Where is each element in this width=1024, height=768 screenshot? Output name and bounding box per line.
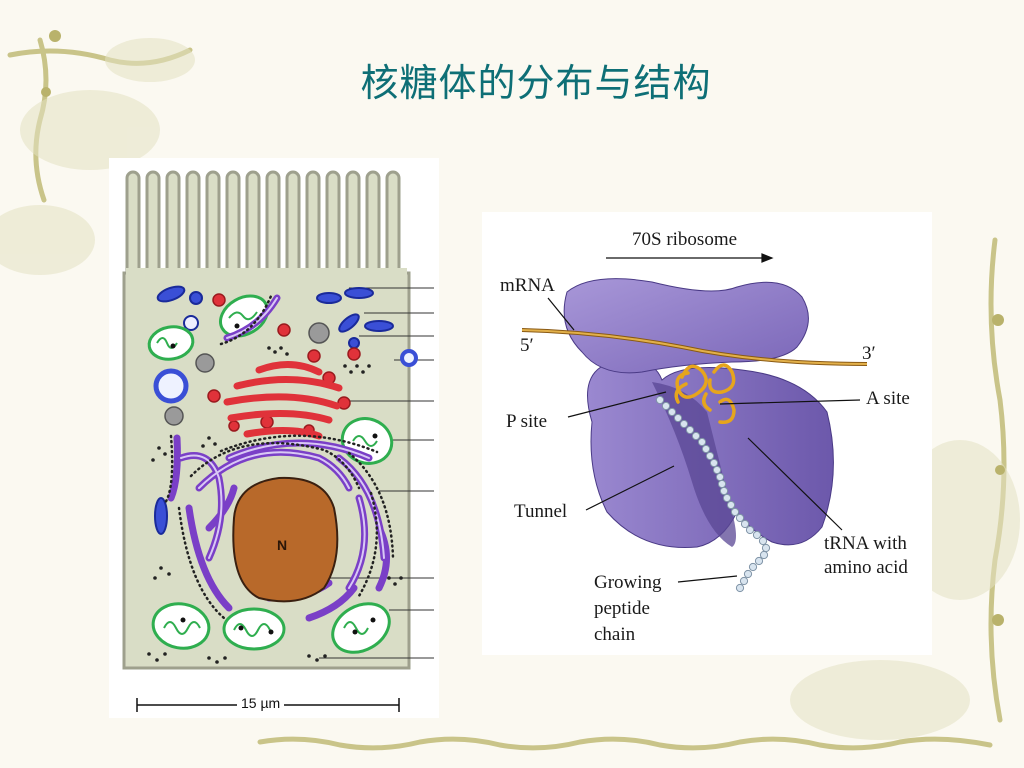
mrna-label: mRNA (500, 275, 555, 296)
epithelial-cell-diagram: N (122, 170, 434, 712)
tunnel-label: Tunnel (514, 501, 568, 522)
ribosome-diagram-panel: 70S ribosome mRNA 5′ 3′ P site A site Tu… (482, 212, 932, 655)
secretory-granules (164, 322, 330, 426)
peptide-label: Growing peptide chain (594, 573, 662, 645)
ribosome-label-leader-lines (547, 297, 861, 583)
mito-dots (170, 323, 378, 635)
red-vesicles (207, 293, 361, 436)
ribosome-illustration (521, 253, 868, 593)
vesicle-small (400, 349, 418, 367)
five-prime-label: 5′ (520, 335, 534, 356)
blue-vesicles (154, 285, 394, 535)
peptide-chain (655, 395, 771, 593)
peptide-label-line-1: Growing (594, 572, 662, 593)
trna-molecules (674, 363, 736, 424)
tunnel-groove (652, 382, 736, 547)
large-vesicle (153, 368, 189, 404)
p-site-label: P site (506, 411, 547, 432)
cell-body (122, 271, 411, 670)
trna-label: tRNA with amino acid (824, 534, 908, 578)
golgi-apparatus (223, 361, 343, 440)
slide-title: 核糖体的分布与结构 (360, 61, 712, 105)
mitochondria (147, 294, 394, 654)
peptide-label-line-3: chain (594, 623, 636, 645)
er-bound-ribosomes (163, 294, 395, 620)
a-site-label: A site (866, 388, 910, 409)
trna-label-line-2: amino acid (824, 556, 908, 578)
nucleus-label: N (277, 537, 287, 553)
ribosome-header-label: 70S ribosome (632, 229, 738, 250)
free-ribosomes (147, 346, 403, 664)
small-subunit (563, 278, 809, 374)
scale-bar-label: 15 µm (237, 695, 285, 711)
mitochondria-cristae (156, 311, 378, 637)
trna-label-line-1: tRNA with (824, 533, 907, 554)
direction-arrow (606, 253, 774, 263)
microvilli (125, 170, 401, 278)
cell-diagram-panel: N 15 µm (109, 158, 439, 718)
peptide-label-line-2: peptide (594, 597, 650, 619)
three-prime-label: 3′ (862, 343, 876, 364)
nucleus (232, 476, 339, 603)
